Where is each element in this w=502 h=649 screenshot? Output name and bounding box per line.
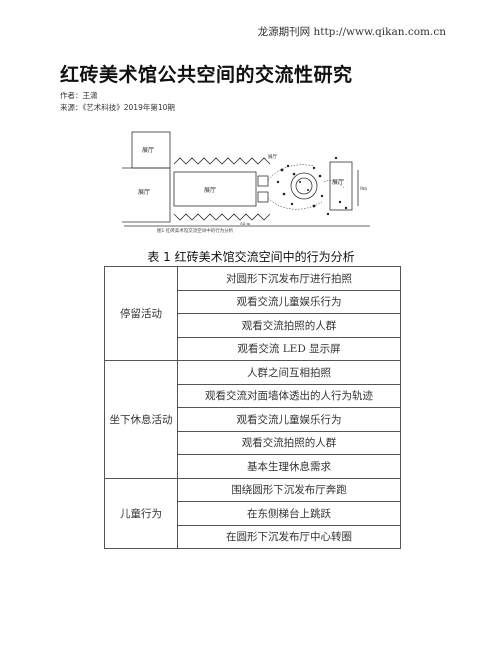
plan-hall-3 [173,171,257,207]
plan-room-a [257,175,269,187]
table-row: 观看交流拍照的人群 [105,313,401,338]
table-row: 坐下休息活动 人群之间互相拍照 [104,360,401,479]
item-cell: 观看交流儿童娱乐行为 [177,407,401,432]
floor-plan-figure: 展厅 展厅 展厅 展厅 展厅 9m 54 m [122,131,370,227]
item-cell: 围绕圆形下沉发布厅奔跑 [177,477,401,502]
svg-text:展厅: 展厅 [142,147,154,154]
figure-caption: 图1 红砖美术馆交流空间中的行为分析 [157,229,234,234]
item-cell: 观看交流拍照的人群 [177,313,401,338]
source-line: 来源：《艺术科技》2019年第10期 [60,103,175,112]
article-title: 红砖美术馆公共空间的交流性研究 [60,64,353,86]
category-cell: 坐下休息活动 [104,360,178,479]
plan-sunken-hall-inner [295,177,313,195]
plan-hall-4 [329,161,353,211]
table-row: 观看交流儿童娱乐行为 [105,289,401,314]
table-row: 观看交流拍照的人群 [105,430,401,455]
table-row: 在东侧梯台上跳跃 [105,501,401,526]
svg-text:展厅: 展厅 [138,189,150,196]
plan-zigzag-top [173,157,271,165]
table-row: 基本生理休息需求 [105,454,401,479]
site-header[interactable]: 龙源期刊网 http://www.qikan.com.cn [257,26,446,38]
table-row: 在圆形下沉发布厅中心转圈 [105,524,401,549]
item-cell: 观看交流 LED 显示屏 [177,336,401,361]
category-cell: 停留活动 [104,266,178,361]
plan-room-b [257,191,269,203]
item-cell: 观看交流拍照的人群 [177,430,401,455]
svg-text:展厅: 展厅 [268,154,277,160]
svg-text:展厅: 展厅 [204,187,216,194]
plan-zigzag-bottom [173,213,271,221]
table-row: 儿童行为 围绕圆形下沉发布厅奔跑 [104,477,401,549]
item-cell: 在东侧梯台上跳跃 [177,501,401,526]
svg-text:展厅: 展厅 [332,179,344,186]
item-cell: 观看交流对面墙体透出的人行为轨迹 [177,383,401,408]
table-row: 观看交流 LED 显示屏 [105,336,401,361]
author-line: 作者：王潇 [60,91,98,100]
item-cell: 在圆形下沉发布厅中心转圈 [177,524,401,549]
table-row: 停留活动 对圆形下沉发布厅进行拍照 [104,266,401,361]
behavior-table: 停留活动 对圆形下沉发布厅进行拍照 观看交流儿童娱乐行为 观看交流拍照的人群 观… [104,266,401,549]
svg-text:54 m: 54 m [240,221,250,226]
category-cell: 儿童行为 [104,477,178,549]
item-cell: 对圆形下沉发布厅进行拍照 [177,266,401,291]
svg-text:9m: 9m [360,186,368,192]
plan-sunken-hall [290,172,318,200]
item-cell: 人群之间互相拍照 [177,360,401,385]
plan-outer-wall [122,167,171,223]
item-cell: 观看交流儿童娱乐行为 [177,289,401,314]
table-title: 表 1 红砖美术馆交流空间中的行为分析 [147,250,355,264]
table-row: 观看交流对面墙体透出的人行为轨迹 [105,383,401,408]
table-row: 观看交流儿童娱乐行为 [105,407,401,432]
item-cell: 基本生理休息需求 [177,454,401,479]
